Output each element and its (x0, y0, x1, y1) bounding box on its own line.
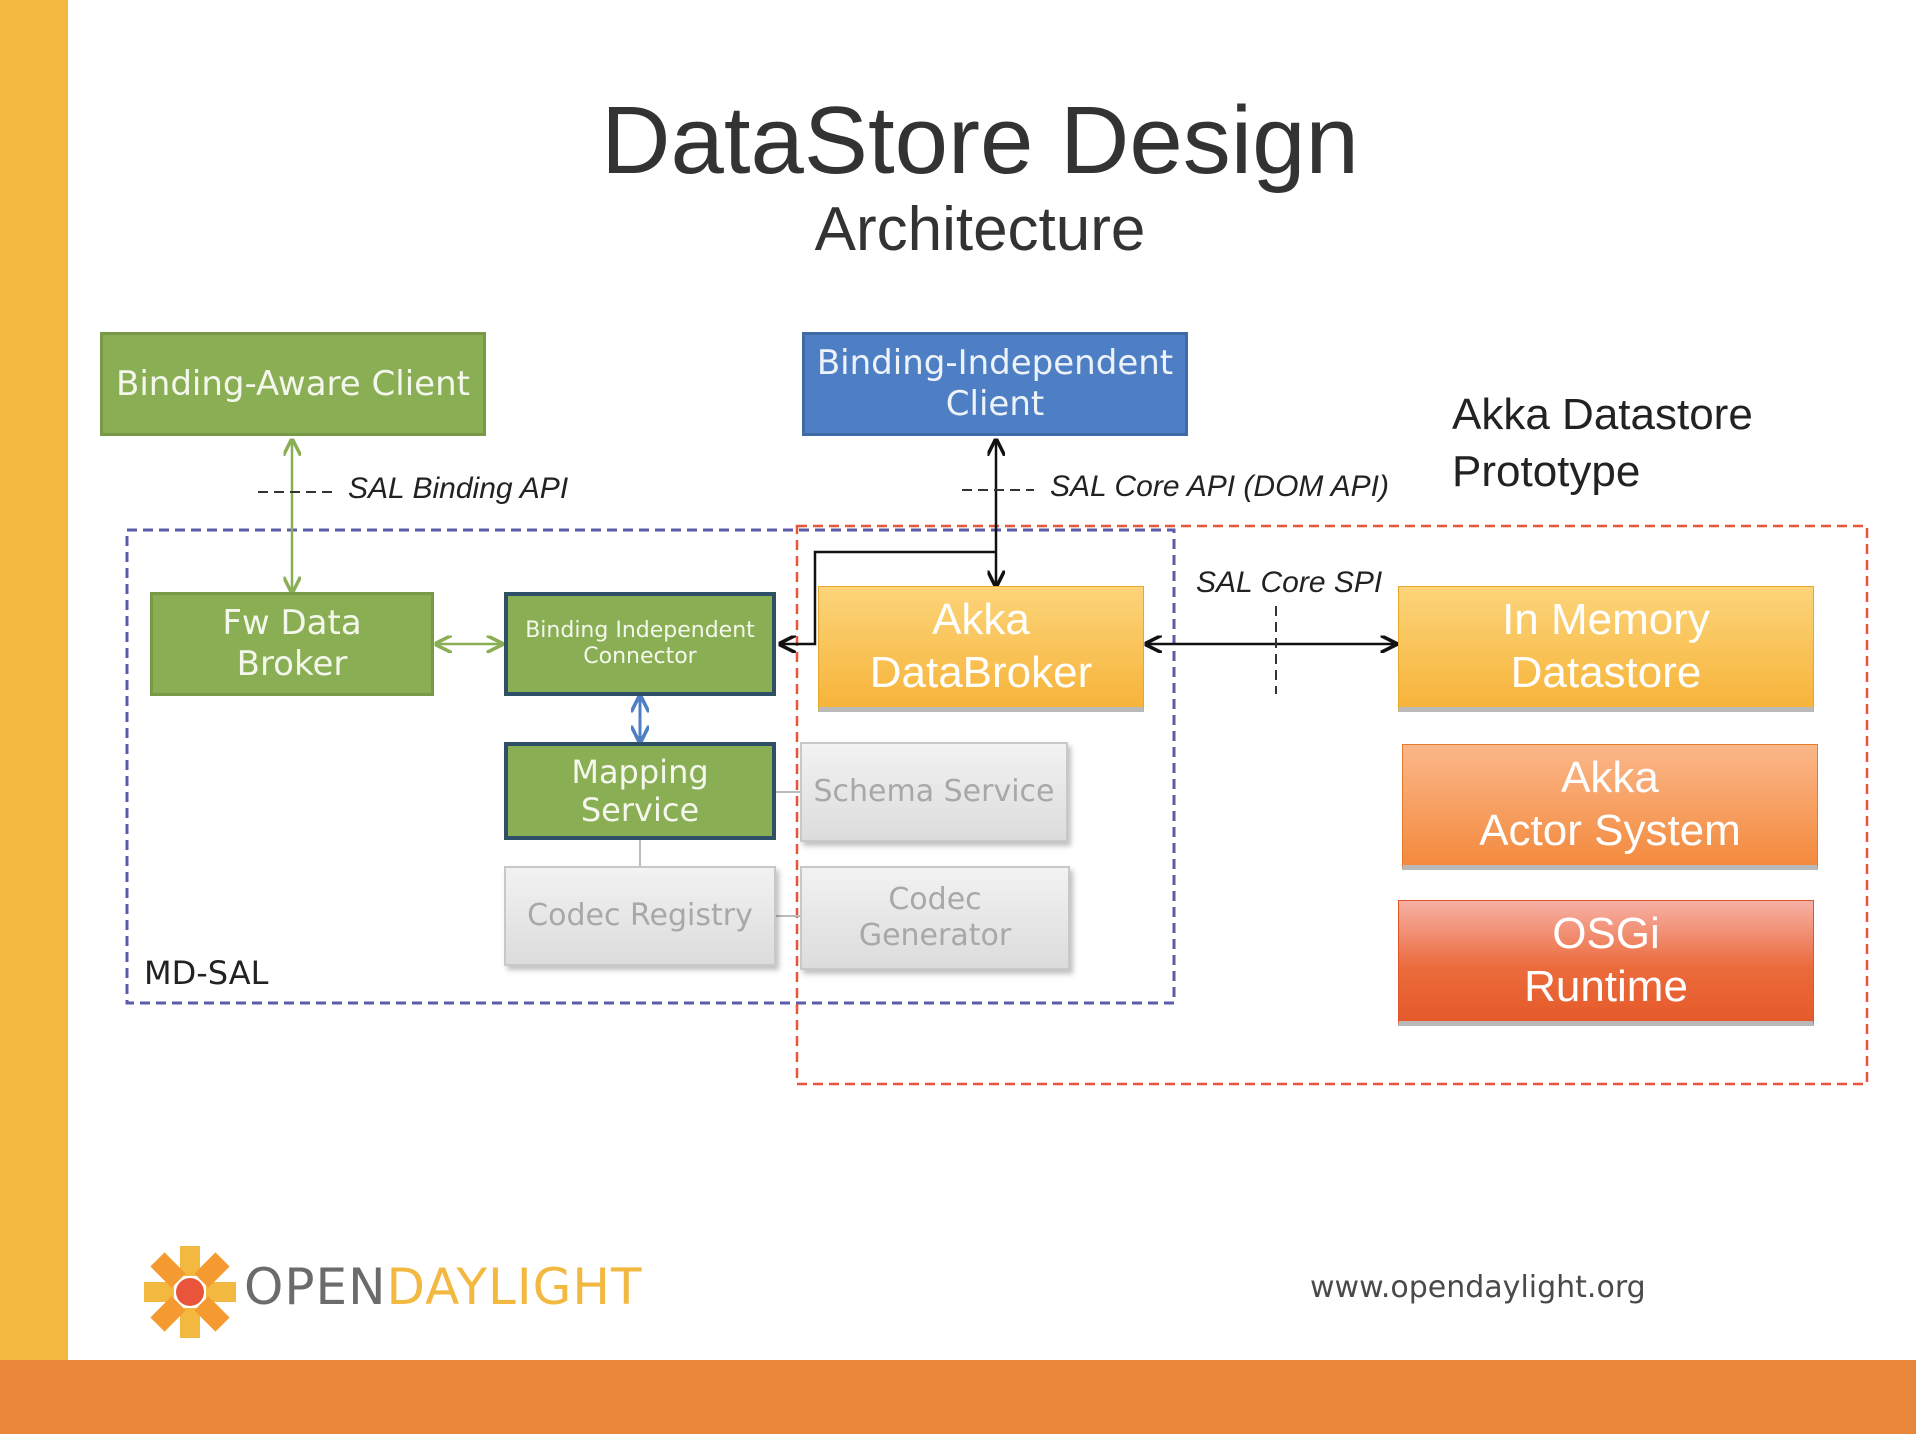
sal-core-api-label: SAL Core API (DOM API) (1050, 470, 1389, 503)
logo-open-text: OPEN (244, 1258, 387, 1316)
core-api-to-connector-line (780, 550, 996, 644)
in-memory-datastore-box: In Memory Datastore (1398, 586, 1814, 712)
akka-prototype-label: Akka Datastore Prototype (1452, 390, 1753, 497)
binding-independent-client-box: Binding-Independent Client (802, 332, 1188, 436)
opendaylight-logo-text: OPENDAYLIGHT (244, 1258, 643, 1316)
osgi-runtime-box: OSGi Runtime (1398, 900, 1814, 1026)
fw-data-broker-box: Fw Data Broker (150, 592, 434, 696)
binding-aware-client-box: Binding-Aware Client (100, 332, 486, 436)
codec-generator-box: Codec Generator (800, 866, 1070, 970)
slide-title: DataStore Design (601, 87, 1359, 194)
binding-independent-connector-box: Binding Independent Connector (504, 592, 776, 696)
logo-daylight-text: DAYLIGHT (386, 1258, 643, 1316)
footer-url: www.opendaylight.org (1310, 1270, 1646, 1305)
sal-core-spi-label: SAL Core SPI (1196, 566, 1383, 599)
akka-actor-system-box: Akka Actor System (1402, 744, 1818, 870)
slide-subtitle: Architecture (814, 195, 1146, 264)
schema-service-box: Schema Service (800, 742, 1068, 842)
md-sal-boundary (125, 528, 1176, 1005)
codec-registry-box: Codec Registry (504, 866, 776, 966)
akka-databroker-box: Akka DataBroker (818, 586, 1144, 712)
opendaylight-logo-icon (144, 1246, 236, 1338)
left-accent-bar (0, 0, 68, 1434)
mapping-service-box: Mapping Service (504, 742, 776, 840)
akka-prototype-boundary (795, 524, 1869, 1086)
md-sal-label: MD-SAL (144, 954, 269, 992)
bottom-accent-bar (0, 1360, 1916, 1434)
sal-binding-api-label: SAL Binding API (348, 472, 569, 505)
